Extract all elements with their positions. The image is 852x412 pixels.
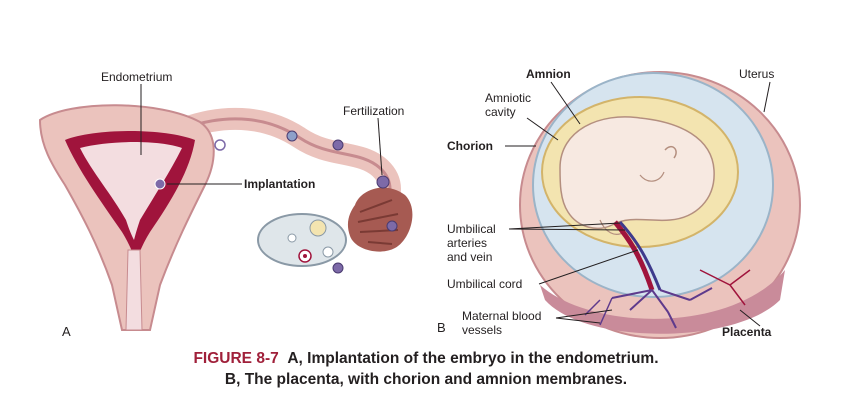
umbilical-cord (584, 220, 751, 329)
label-umbilical-cord: Umbilical cord (447, 277, 523, 291)
ovary (257, 213, 347, 267)
label-placenta: Placenta (722, 325, 772, 339)
caption-text-2: B, The placenta, with chorion and amnion… (224, 371, 628, 388)
label-fertilization: Fertilization (343, 104, 405, 118)
label-chorion: Chorion (447, 139, 493, 153)
caption-line-1: FIGURE 8-7 A, Implantation of the embryo… (0, 348, 852, 369)
label-implantation: Implantation (244, 177, 316, 191)
label-umbilical-2: arteries (447, 236, 488, 250)
label-umbilical-1: Umbilical (447, 222, 496, 236)
caption-text-1: A, Implantation of the embryo in the end… (287, 350, 659, 367)
label-amniotic-cavity-2: cavity (485, 105, 516, 119)
label-maternal-1: Maternal blood (462, 309, 542, 323)
placenta-illustration-b (519, 71, 801, 339)
embryo (559, 116, 715, 235)
panel-letter-b: B (437, 320, 446, 335)
label-uterus: Uterus (739, 67, 775, 81)
figure-caption: FIGURE 8-7 A, Implantation of the embryo… (0, 348, 852, 390)
fimbriae (347, 187, 413, 252)
label-umbilical-3: and vein (447, 250, 493, 264)
figure-number: FIGURE 8-7 (193, 350, 279, 367)
label-endometrium: Endometrium (101, 70, 173, 84)
label-amniotic-cavity-1: Amniotic (485, 91, 532, 105)
uterus-illustration-a (38, 104, 413, 331)
panel-letter-a: A (62, 324, 71, 339)
label-amnion: Amnion (526, 67, 571, 81)
label-maternal-2: vessels (462, 323, 503, 337)
